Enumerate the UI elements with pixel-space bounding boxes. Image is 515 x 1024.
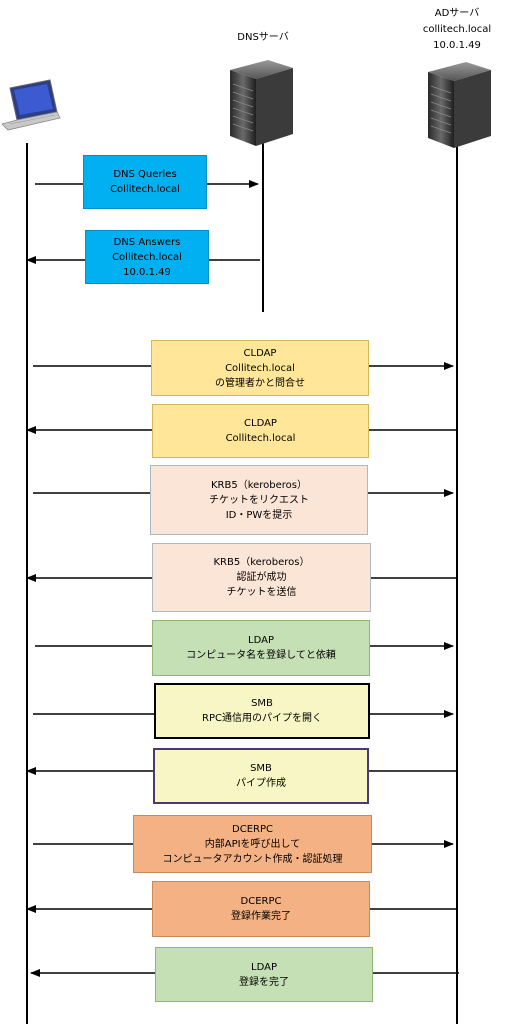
message-box-krb5-response: KRB5（keroberos） 認証が成功 チケットを送信 (152, 543, 371, 612)
message-box-krb5-request: KRB5（keroberos） チケットをリクエスト ID・PWを提示 (150, 465, 368, 535)
message-box-dcerpc-request: DCERPC 内部APIを呼び出して コンピュータアカウント作成・認証処理 (133, 815, 372, 873)
laptop-icon (1, 79, 61, 131)
dns-server-icon (230, 60, 293, 146)
message-box-ldap-complete: LDAP 登録を完了 (155, 947, 373, 1002)
message-box-smb-pipe-created: SMB パイプ作成 (153, 748, 369, 804)
message-box-ldap-register: LDAP コンピュータ名を登録してと依頼 (152, 620, 370, 676)
ad-server-label: ADサーバ collitech.local 10.0.1.49 (422, 8, 492, 51)
message-box-smb-open-pipe: SMB RPC通信用のパイプを開く (154, 683, 370, 739)
message-arrows (26, 180, 459, 977)
message-box-dns-answer: DNS Answers Collitech.local 10.0.1.49 (85, 230, 209, 284)
ad-server-icon (428, 62, 491, 148)
dns-server-label: DNSサーバ (237, 32, 289, 43)
message-box-cldap-response: CLDAP Collitech.local (152, 404, 369, 458)
message-box-dcerpc-complete: DCERPC 登録作業完了 (152, 881, 370, 937)
message-box-dns-query: DNS Queries Collitech.local (83, 155, 207, 209)
message-box-cldap-request: CLDAP Collitech.local の管理者かと問合せ (151, 340, 369, 396)
